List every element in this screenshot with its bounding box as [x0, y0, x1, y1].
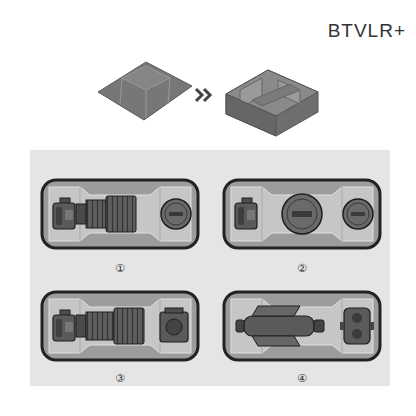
callout-number: ③ — [115, 372, 125, 385]
bag-layout-3 — [42, 292, 198, 360]
background-panel — [30, 150, 390, 386]
transform-arrow — [196, 89, 210, 101]
bag-layout-4 — [224, 292, 380, 360]
folded-divider — [226, 70, 318, 136]
callout-number: ④ — [297, 372, 307, 385]
flat-divider — [98, 62, 192, 120]
brand-title: BTVLR+ — [328, 20, 406, 42]
callout-number: ① — [115, 262, 125, 275]
bag-layout-2 — [224, 180, 380, 248]
bag-layout-1 — [42, 180, 198, 248]
callout-number: ② — [297, 262, 307, 275]
